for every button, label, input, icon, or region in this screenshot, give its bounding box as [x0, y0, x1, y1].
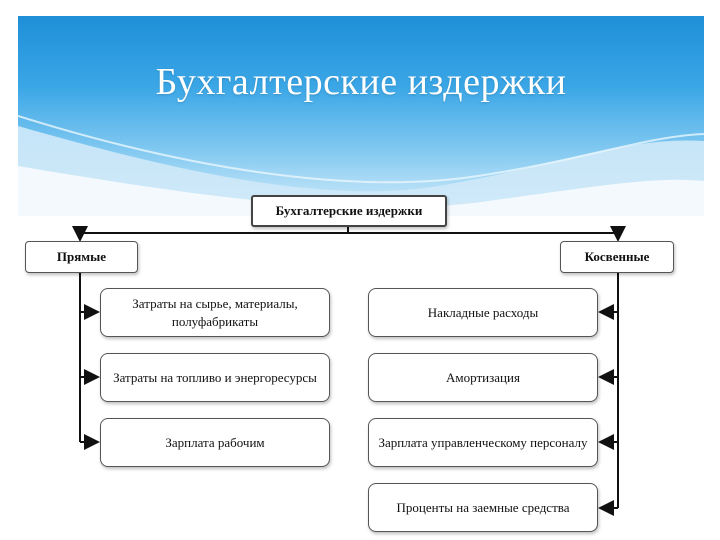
root-node: Бухгалтерские издержки: [251, 195, 447, 227]
left-item: Затраты на сырье, материалы, полуфабрика…: [100, 288, 330, 337]
title-banner: Бухгалтерские издержки: [18, 16, 704, 216]
right-item: Накладные расходы: [368, 288, 598, 337]
right-item: Амортизация: [368, 353, 598, 402]
wave-decoration: [18, 115, 704, 216]
slide-title: Бухгалтерские издержки: [155, 61, 567, 103]
indirect-costs-node: Косвенные: [560, 241, 674, 273]
direct-costs-node: Прямые: [25, 241, 138, 273]
right-item: Зарплата управленческому персоналу: [368, 418, 598, 467]
left-item: Затраты на топливо и энергоресурсы: [100, 353, 330, 402]
right-item: Проценты на заемные средства: [368, 483, 598, 532]
left-item: Зарплата рабочим: [100, 418, 330, 467]
